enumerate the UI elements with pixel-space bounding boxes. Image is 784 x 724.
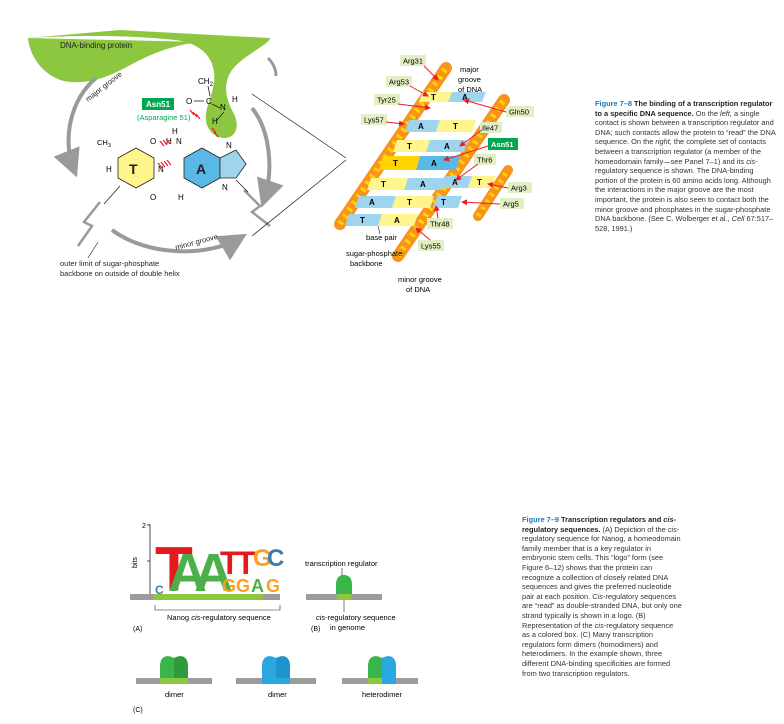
svg-text:T: T xyxy=(407,142,412,151)
svg-text:O: O xyxy=(150,137,156,146)
svg-text:O: O xyxy=(150,193,156,202)
thymine-ring xyxy=(117,147,155,189)
asn51-badge xyxy=(142,98,174,110)
outer-limit-line2: backbone on outside of double helix xyxy=(60,269,180,278)
svg-text:Thr6: Thr6 xyxy=(477,156,492,165)
svg-text:A: A xyxy=(431,159,437,168)
svg-text:A: A xyxy=(452,178,458,187)
svg-text:Asn51: Asn51 xyxy=(491,140,514,149)
dna-binding-protein-shape xyxy=(28,30,270,138)
svg-text:H: H xyxy=(232,95,238,104)
svg-text:A: A xyxy=(462,93,468,102)
svg-text:Thr48: Thr48 xyxy=(430,220,450,229)
svg-text:N: N xyxy=(220,103,226,112)
protein-lower-lobe xyxy=(28,38,200,83)
svg-text:H: H xyxy=(172,127,178,136)
svg-text:A: A xyxy=(394,216,400,225)
svg-text:T: T xyxy=(360,216,365,225)
svg-text:N: N xyxy=(176,137,182,146)
svg-text:N: N xyxy=(222,183,228,192)
svg-text:Lys57: Lys57 xyxy=(364,116,384,125)
hydrogen-bonds xyxy=(157,109,219,169)
base-a-letter: A xyxy=(196,161,206,177)
adenine-five-ring xyxy=(219,149,247,179)
outer-limit-line1: outer limit of sugar-phosphate xyxy=(60,259,159,268)
svg-text:T: T xyxy=(441,198,446,207)
svg-text:A: A xyxy=(444,142,450,151)
svg-text:A: A xyxy=(420,180,426,189)
asn51-label: Asn51 xyxy=(146,100,171,109)
svg-text:H: H xyxy=(212,117,218,126)
sugar-phosphate-line1: sugar-phosphate xyxy=(346,249,402,258)
svg-text:Lys55: Lys55 xyxy=(421,242,441,251)
left-panel: DNA-binding protein major groove minor g… xyxy=(28,30,347,278)
major-groove-dna-line2: groove xyxy=(458,75,481,84)
minor-groove-dna-line2: of DNA xyxy=(406,285,430,294)
svg-text:Arg31: Arg31 xyxy=(403,57,423,66)
dna-binding-protein-label: DNA-binding protein xyxy=(60,41,132,50)
svg-text:Arg5: Arg5 xyxy=(503,200,519,209)
major-groove-dna-line1: major xyxy=(460,65,479,74)
sugar-phosphate-line2: backbone xyxy=(350,259,383,268)
svg-text:T: T xyxy=(453,122,458,131)
svg-text:T: T xyxy=(431,93,436,102)
svg-text:O: O xyxy=(186,97,192,106)
base-pair-label: base pair xyxy=(366,233,397,242)
figure-7-9-caption: Figure 7–9 Transcription regulators and … xyxy=(522,515,682,678)
svg-text:T: T xyxy=(407,198,412,207)
svg-text:T: T xyxy=(393,159,398,168)
svg-text:Arg53: Arg53 xyxy=(389,78,409,87)
svg-text:N: N xyxy=(226,141,232,150)
asparagine-label: (Asparagine 51) xyxy=(137,113,191,122)
major-groove-dna-line3: of DNA xyxy=(458,85,482,94)
svg-text:CH2: CH2 xyxy=(198,77,214,88)
svg-text:A: A xyxy=(369,198,375,207)
svg-text:Arg3: Arg3 xyxy=(511,184,527,193)
minor-groove-dna-line1: minor groove xyxy=(398,275,442,284)
svg-text:CH3: CH3 xyxy=(97,138,111,149)
svg-text:H: H xyxy=(166,137,172,146)
svg-text:H: H xyxy=(106,165,112,174)
svg-text:Gln50: Gln50 xyxy=(509,108,529,117)
svg-text:H: H xyxy=(178,193,184,202)
svg-text:Ile47: Ile47 xyxy=(482,124,498,133)
base-t-letter: T xyxy=(129,161,138,177)
svg-text:N: N xyxy=(158,165,164,174)
svg-text:A: A xyxy=(418,122,424,131)
svg-text:T: T xyxy=(381,180,386,189)
svg-text:T: T xyxy=(477,178,482,187)
svg-text:Tyr25: Tyr25 xyxy=(377,96,396,105)
figure-7-8-caption: Figure 7–8 The binding of a transcriptio… xyxy=(595,99,776,233)
residue-labels: Arg31 Arg53 Tyr25 Lys57 Gln50 Ile47 Asn5… xyxy=(361,55,534,251)
svg-text:C: C xyxy=(206,97,212,106)
contact-arrows xyxy=(385,65,509,241)
